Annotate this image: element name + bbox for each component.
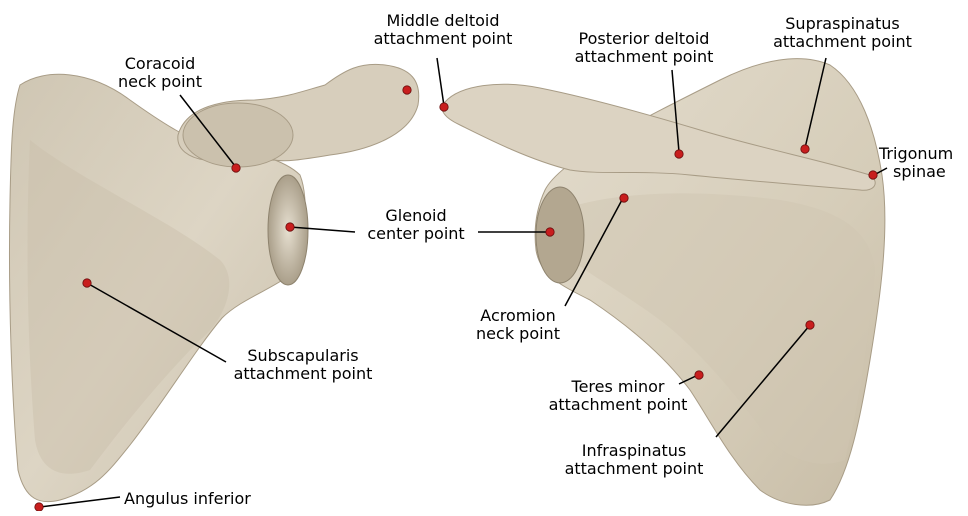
label-trigonum-spinae: Trigonum spinae — [879, 145, 965, 181]
point-posterior-deltoid — [675, 150, 683, 158]
anterior-scapula — [9, 64, 418, 501]
label-subscapularis: Subscapularis attachment point — [220, 347, 386, 383]
point-infraspinatus — [806, 321, 814, 329]
label-coracoid-neck: Coracoid neck point — [100, 55, 220, 91]
point-coracoid-neck — [232, 164, 240, 172]
point-middle-deltoid-right — [440, 103, 448, 111]
point-middle-deltoid-left — [403, 86, 411, 94]
label-glenoid-center: Glenoid center point — [355, 207, 477, 243]
point-angulus-inferior — [35, 503, 43, 511]
point-trigonum-spinae — [869, 171, 877, 179]
label-infraspinatus: Infraspinatus attachment point — [550, 442, 718, 478]
point-teres-minor — [695, 371, 703, 379]
label-posterior-deltoid: Posterior deltoid attachment point — [560, 30, 728, 66]
point-acromion-neck — [620, 194, 628, 202]
posterior-scapula — [442, 59, 885, 506]
point-subscapularis — [83, 279, 91, 287]
label-supraspinatus: Supraspinatus attachment point — [760, 15, 925, 51]
leader-middle-deltoid — [437, 58, 444, 106]
coracoid-knob — [183, 103, 293, 167]
point-glenoid-center-right — [546, 228, 554, 236]
label-middle-deltoid: Middle deltoid attachment point — [360, 12, 526, 48]
label-acromion-neck: Acromion neck point — [462, 307, 574, 343]
label-angulus-inferior: Angulus inferior — [124, 490, 284, 508]
point-glenoid-center-left — [286, 223, 294, 231]
posterior-glenoid — [536, 187, 584, 283]
point-supraspinatus — [801, 145, 809, 153]
label-teres-minor: Teres minor attachment point — [546, 378, 690, 414]
